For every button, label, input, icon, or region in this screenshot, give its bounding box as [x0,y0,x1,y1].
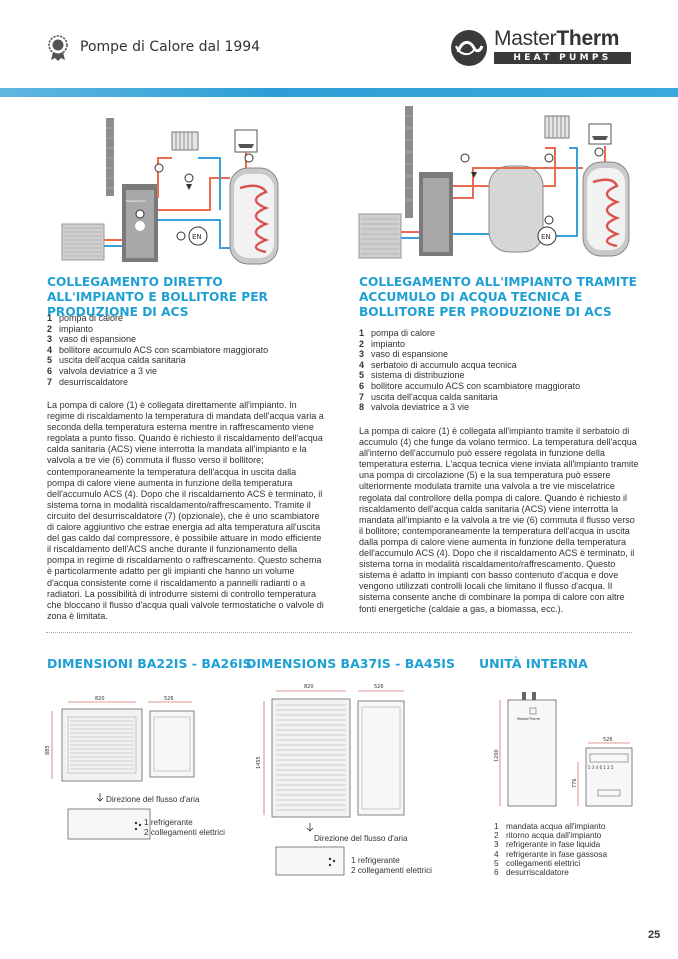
indoor-unit-brand: MasterTherm [126,199,146,203]
dim-height: 885 [45,745,51,755]
dim-height-2: 776 [572,778,578,788]
dims-ba22-legend1: 1 refrigerante [144,818,193,827]
dims-ba37-title: DIMENSIONS BA37IS - BA45IS [246,656,455,671]
port-numbers: 5 3 4 6 1 2 5 [588,765,614,770]
dim-width-side: 526 [603,737,613,743]
dims-ba37-legend2: 2 collegamenti elettrici [351,866,433,875]
dims-ba22-airflow: Direzione del flusso d'aria [106,795,200,804]
dim-width-side: 526 [164,696,174,702]
indoor-unit-title: UNITÀ INTERNA [479,656,588,671]
dims-ba22-title: DIMENSIONI BA22IS - BA26IS [47,656,252,671]
section-divider [46,632,632,633]
dims-ba22-legend2: 2 collegamenti elettrici [144,828,226,837]
dim-height: 1200 [494,749,500,762]
right-section-title: COLLEGAMENTO ALL'IMPIANTO TRAMITE ACCUMU… [359,275,637,319]
header-title: Pompe di Calore dal 1994 [80,39,261,55]
indoor-unit-drawing: MasterTherm 1200 526 5 3 4 6 1 2 5 776 [494,692,633,807]
diagram-buffer-tank-connection: EN [358,106,630,259]
logo-tagline: HEAT PUMPS [494,52,631,64]
mastertherm-logo-icon [451,30,487,66]
dims-ba37-drawing: 820 526 1455 [256,684,405,876]
dims-ba37-legend1: 1 refrigerante [351,856,400,865]
expansion-vessel-label: EN [192,233,202,241]
logo-wordmark: MasterTherm [494,27,620,50]
expansion-vessel-label-2: EN [541,233,551,241]
page-number: 25 [648,929,661,941]
dim-width-front: 820 [304,684,314,690]
dim-width-front: 820 [95,696,105,702]
dim-width-side: 526 [374,684,384,690]
dims-ba37-airflow: Direzione del flusso d'aria [314,834,408,843]
dims-ba22-drawing: 820 526 885 [45,696,195,840]
dim-height: 1455 [256,756,262,769]
diagram-direct-connection: EN MasterTherm [61,118,279,265]
left-section-title: COLLEGAMENTO DIRETTO ALL'IMPIANTO E BOLL… [47,275,268,319]
header-blue-band [0,88,678,97]
left-description: La pompa di calore (1) è collegata diret… [47,400,324,621]
award-badge-icon [48,35,68,61]
right-description: La pompa di calore (1) è collegata all'i… [359,426,639,614]
indoor-unit-brand: MasterTherm [517,717,541,721]
